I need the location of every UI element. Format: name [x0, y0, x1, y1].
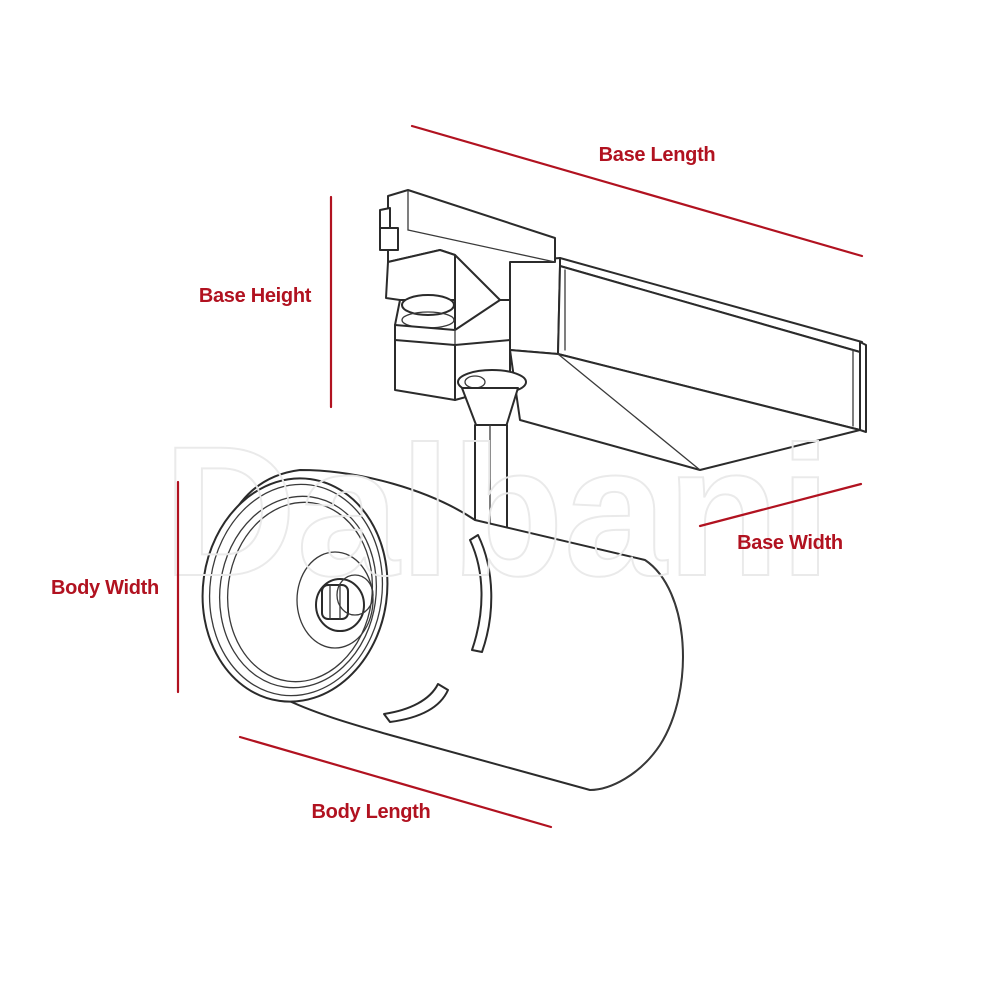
- base-length-line: [410, 124, 864, 258]
- base-length-label: Base Length: [599, 144, 716, 166]
- watermark-text: Dalbani: [163, 409, 831, 615]
- watermark: Dalbani: [162, 408, 832, 616]
- dimension-annotations: [176, 124, 864, 829]
- dimension-labels: Base Length Base Height Base Width Body …: [51, 144, 843, 823]
- mounting-stem: [457, 369, 527, 536]
- base-width-label: Base Width: [737, 532, 843, 554]
- body-width-label: Body Width: [51, 577, 159, 599]
- base-height-label: Base Height: [199, 285, 312, 307]
- light-body: [201, 469, 684, 791]
- body-length-label: Body Length: [312, 801, 431, 823]
- base-width-line: [698, 482, 863, 528]
- body-length-line: [238, 735, 553, 829]
